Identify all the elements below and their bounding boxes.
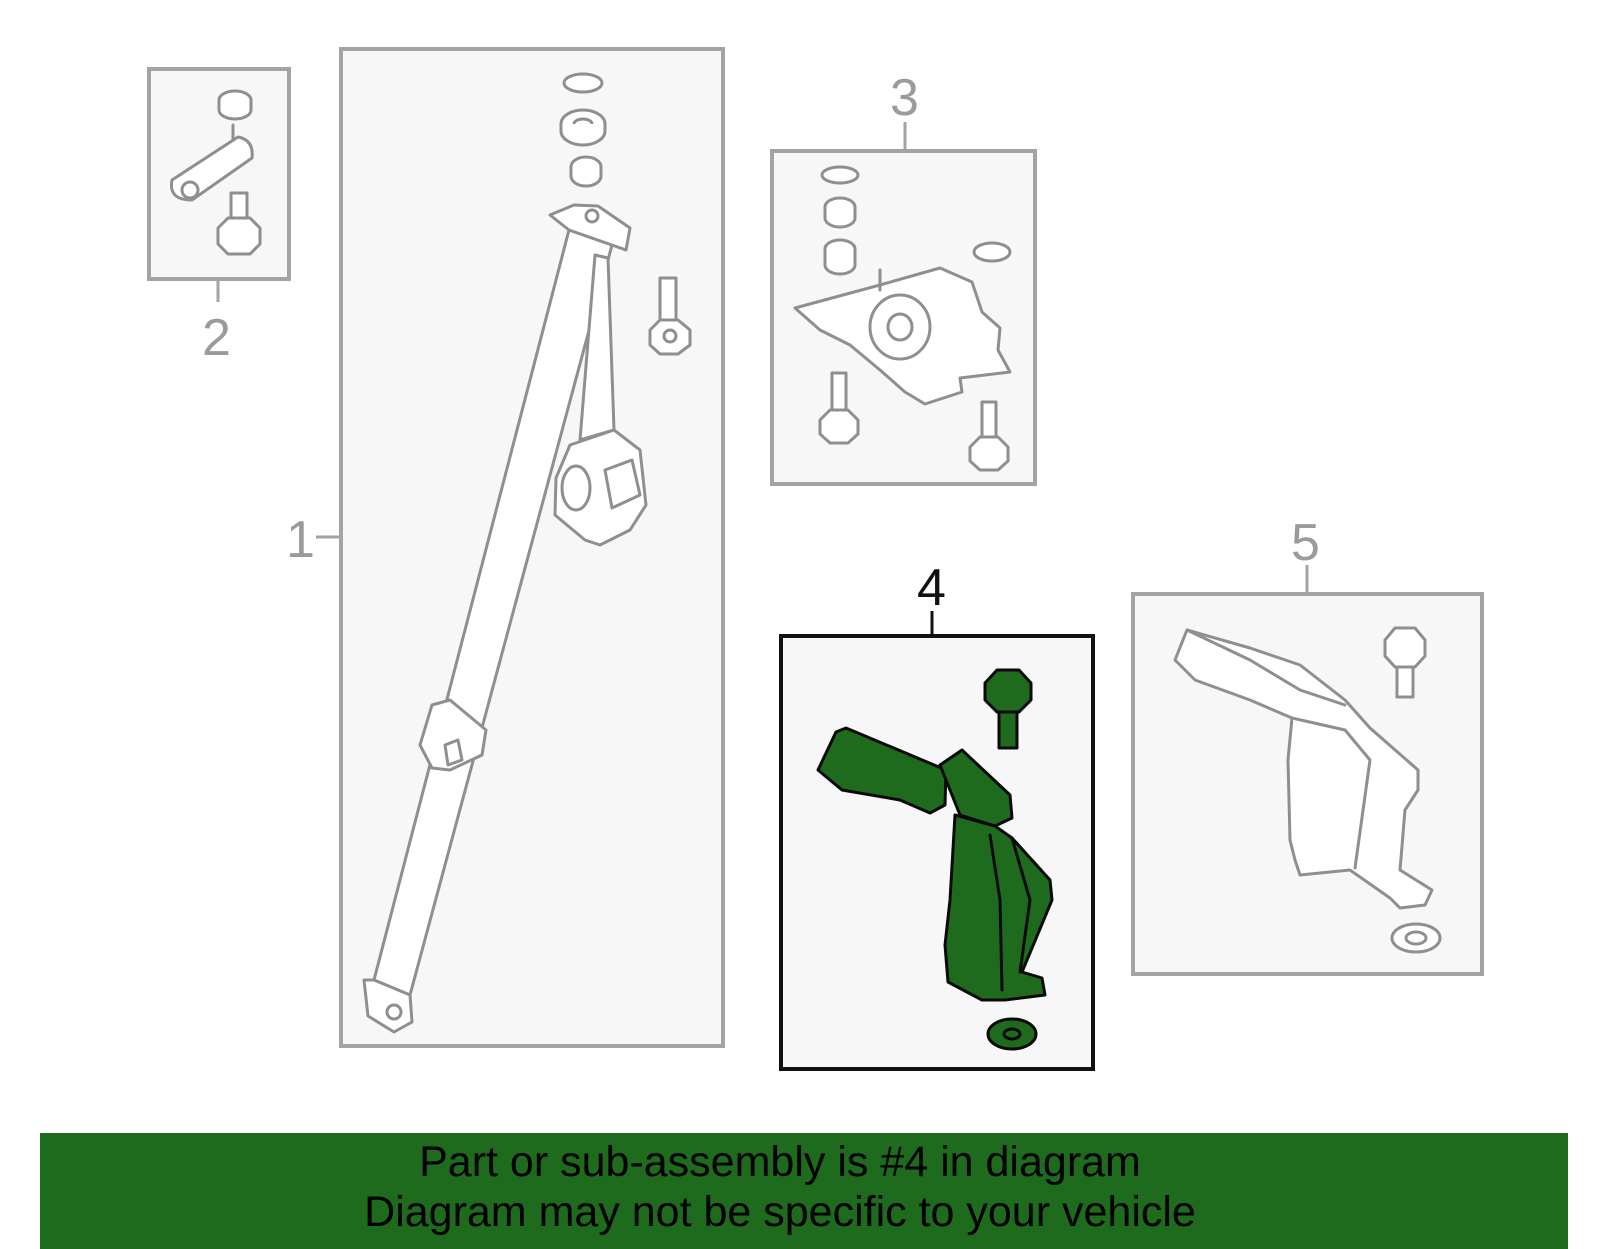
part-3-group[interactable]: 3: [770, 69, 1037, 486]
info-banner: Part or sub-assembly is #4 in diagram Di…: [40, 1133, 1568, 1249]
part-1-drawing: [362, 72, 692, 1034]
part-5-group[interactable]: 5: [1131, 514, 1484, 976]
part-2-callout: 2: [202, 309, 231, 367]
part-4-callout: 4: [917, 559, 946, 617]
part-4-drawing: [816, 668, 1054, 1051]
part-1-callout: 1: [286, 511, 315, 569]
part-1-group[interactable]: 1: [286, 47, 725, 1048]
part-4-box[interactable]: [779, 634, 1095, 1071]
part-3-callout: 3: [890, 69, 919, 127]
part-4-group[interactable]: 4: [779, 559, 1095, 1071]
part-5-drawing: [1173, 626, 1442, 954]
banner-line-disclaimer: Diagram may not be specific to your vehi…: [364, 1188, 1196, 1236]
part-5-callout: 5: [1291, 514, 1320, 572]
part-3-drawing: [793, 165, 1012, 472]
part-2-drawing: [169, 89, 262, 256]
banner-line-part-info: Part or sub-assembly is #4 in diagram: [419, 1138, 1141, 1186]
part-2-group[interactable]: 2: [147, 67, 291, 367]
